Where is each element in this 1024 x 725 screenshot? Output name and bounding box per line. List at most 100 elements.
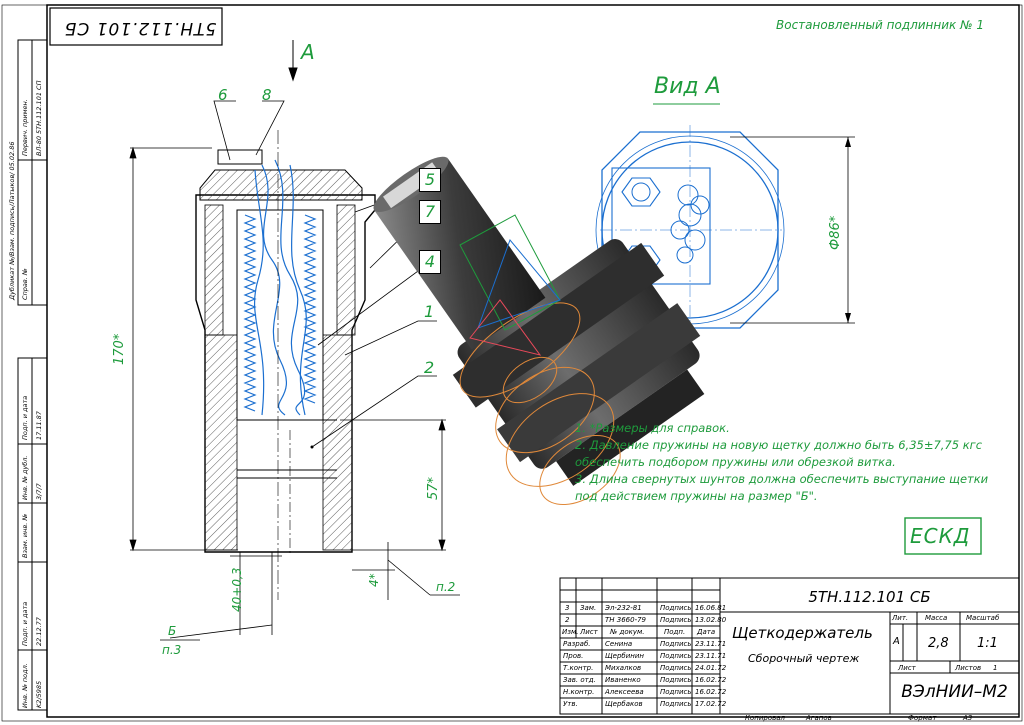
tb-mass-label: Масса <box>925 614 948 622</box>
tb-sheets-label: Листов <box>955 664 982 672</box>
strip-sign-date1-value: 17.11.87 <box>35 411 43 440</box>
chg-date: 13.02.80 <box>695 616 727 624</box>
date: 17.02.72 <box>695 700 727 708</box>
hdr-izm: Изм. <box>562 628 579 636</box>
sig: Подпись <box>660 640 692 648</box>
title-block-grid <box>559 577 1020 715</box>
dim-86: Ф86* <box>828 215 843 250</box>
role: Пров. <box>563 652 584 660</box>
strip-replacements: Дубликат №/Взам. подпись/Латыков/ 05.02.… <box>8 141 16 300</box>
tb-format-label: Формат <box>908 714 937 722</box>
dim-4: 4* <box>367 573 381 587</box>
date: 24.01.72 <box>695 664 727 672</box>
eskd-mark: ЕСКД <box>910 524 971 548</box>
note-line: обеспечить подбором пружины или обрезкой… <box>575 455 896 469</box>
note-line: 2. Давление пружины на новую щетку должн… <box>575 438 983 452</box>
tb-copied-label: Копировал <box>745 714 785 722</box>
section-view <box>195 130 376 600</box>
person: Михалков <box>605 664 642 672</box>
role: Н.контр. <box>563 688 595 696</box>
sig: Подпись <box>660 652 692 660</box>
role: Утв. <box>563 700 578 708</box>
hdr-sig: Подп. <box>664 628 686 636</box>
note-line: 1. *Размеры для справок. <box>575 421 730 435</box>
tb-mass-value: 2,8 <box>928 636 949 651</box>
tb-scale-label: Масштаб <box>966 614 1000 622</box>
tb-name: Щеткодержатель <box>732 624 873 642</box>
person: Иваненко <box>605 676 641 684</box>
strip-sign-date1: Подп. и дата <box>21 395 29 440</box>
hdr-list: Лист <box>580 628 598 636</box>
role: Разраб. <box>563 640 591 648</box>
hdr-date: Дата <box>697 628 716 636</box>
ref-p3: п.3 <box>162 643 182 657</box>
chg-n: 3 <box>565 604 570 612</box>
strip-sign-date2-value: 22.12.77 <box>35 617 43 646</box>
role: Т.контр. <box>563 664 594 672</box>
strip-orig-inv-value: K2/5985 <box>35 680 43 708</box>
chg-doc: ТН 3660-79 <box>605 616 647 624</box>
sig: Подпись <box>660 700 692 708</box>
sig: Подпись <box>660 688 692 696</box>
chg-sig: Подпись <box>660 616 692 624</box>
hdr-doc: № докум. <box>610 628 645 636</box>
callout-5: 5 <box>419 168 441 192</box>
tb-subname: Сборочный чертеж <box>748 652 860 665</box>
tb-lit-value: А <box>893 636 900 647</box>
note-line: 3. Длина свернутых шунтов должна обеспеч… <box>575 472 989 486</box>
tb-org: ВЭлНИИ–М2 <box>901 682 1008 702</box>
person: Щербаков <box>605 700 643 708</box>
callout-6: 6 <box>218 86 228 104</box>
chg-date: 16.06.81 <box>695 604 727 612</box>
callout-2: 2 <box>424 358 435 377</box>
tb-scale-value: 1:1 <box>977 636 998 651</box>
tb-lit-label: Лит. <box>892 614 909 622</box>
callout-4: 4 <box>419 250 441 274</box>
person: Щербинин <box>605 652 644 660</box>
callout-1: 1 <box>424 302 435 321</box>
sig: Подпись <box>660 664 692 672</box>
strip-primary-use-value: ВЛ-80 5ТН.112.101 СП <box>35 80 43 156</box>
tb-copied-name: Агапов <box>806 714 832 722</box>
dim-170: 170* <box>112 333 127 365</box>
technical-notes: 1. *Размеры для справок. 2. Давление пру… <box>575 420 995 505</box>
date: 16.02.72 <box>695 676 727 684</box>
tb-sheet-label: Лист <box>898 664 916 672</box>
ref-p2: п.2 <box>436 580 456 594</box>
restored-note: Востановленный подлинник № 1 <box>776 18 985 32</box>
person: Сенина <box>605 640 633 648</box>
strip-sign-date2: Подп. и дата <box>21 601 29 646</box>
date: 23.11.71 <box>695 652 727 660</box>
chg-a: Зам. <box>580 604 597 612</box>
iso-render <box>373 156 705 506</box>
view-a-title: Вид А <box>654 74 721 99</box>
chg-n: 2 <box>565 616 570 624</box>
date: 16.02.72 <box>695 688 727 696</box>
note-line: под действием пружины на размер "Б". <box>575 489 818 503</box>
dim-57: 57* <box>426 476 441 500</box>
strip-orig-inv: Инв. № подл. <box>21 663 29 708</box>
chg-sig: Подпись <box>660 604 692 612</box>
date: 23.11.71 <box>695 640 727 648</box>
dim-40: 40+0,3 <box>230 567 244 612</box>
view-arrow-label: А <box>301 40 315 64</box>
strip-dup-no: Инв. № дубл. <box>21 455 29 500</box>
strip-ref-no: Справ. № <box>21 268 29 300</box>
ref-b: Б <box>168 624 177 638</box>
person: Алексеева <box>605 688 644 696</box>
tb-sheets-value: 1 <box>993 664 998 672</box>
chg-doc: Эл-232-81 <box>605 604 642 612</box>
callout-7: 7 <box>419 200 441 224</box>
strip-dup-no-value: 3/7/7 <box>35 483 43 500</box>
role: Зав. отд. <box>563 676 596 684</box>
tb-designation: 5ТН.112.101 СБ <box>808 588 931 606</box>
sig: Подпись <box>660 676 692 684</box>
callout-8: 8 <box>262 86 272 104</box>
top-stamp: 5ТН.112.101 СБ <box>63 18 217 38</box>
binding-strip <box>17 39 48 711</box>
strip-primary-use: Первич. примен. <box>21 99 29 156</box>
strip-replace-inv: Взам. инв. № <box>21 513 29 558</box>
tb-format-value: А3 <box>963 714 973 722</box>
